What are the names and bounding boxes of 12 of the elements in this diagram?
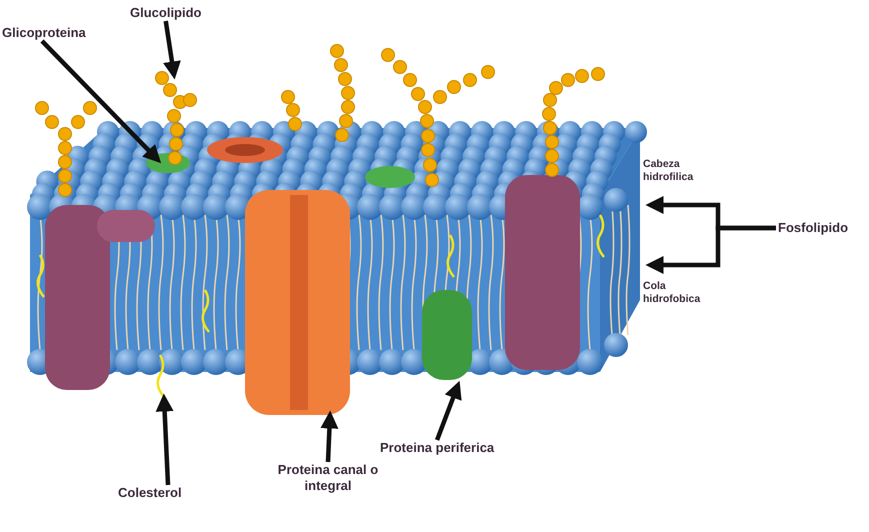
arrow [320,410,338,462]
arrow [40,39,162,164]
arrow [646,226,776,274]
arrow [156,394,174,486]
part-label: Colesterol [118,485,182,501]
part-label: Glucolipido [130,5,202,21]
part-label: Proteina canal o integral [268,462,388,494]
part-label: Glicoproteina [2,25,86,41]
arrow [163,20,181,80]
part-label: Proteina periferica [380,440,494,456]
arrow [434,380,462,441]
part-label: Fosfolipido [778,220,848,236]
